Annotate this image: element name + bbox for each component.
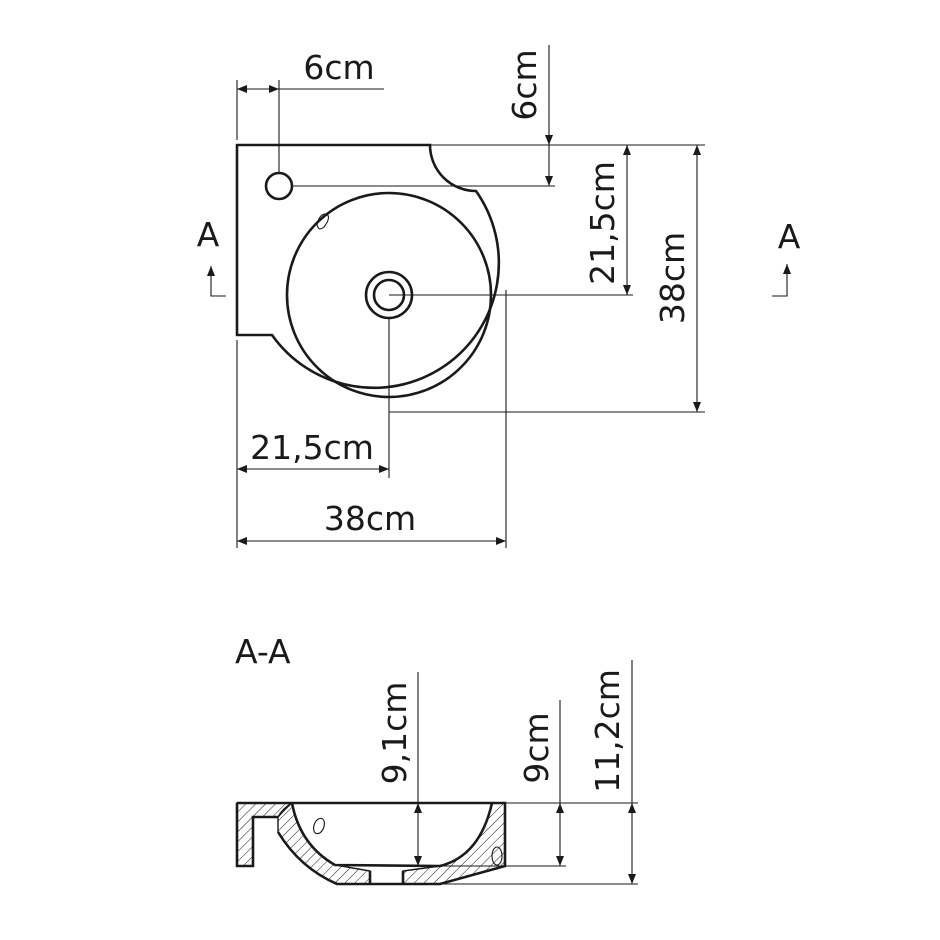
section-hatch-bowl bbox=[277, 801, 371, 885]
section-outline bbox=[235, 801, 507, 886]
extension-lines bbox=[236, 80, 705, 548]
dim-rim-height: 9cm bbox=[517, 712, 556, 783]
basin-outline bbox=[235, 143, 501, 390]
overflow-slot-icon bbox=[316, 213, 330, 230]
svg-text:A: A bbox=[197, 215, 220, 254]
section-view: A-A 9,1cm 9cm 11 bbox=[235, 632, 638, 886]
section-title: A-A bbox=[235, 632, 291, 671]
dimension-arrows bbox=[237, 45, 701, 545]
dim-basin-depth: 9,1cm bbox=[375, 682, 414, 785]
section-drain-recess bbox=[368, 871, 405, 884]
dim-total-depth: 38cm bbox=[653, 232, 692, 324]
dim-drain-offset-x: 21,5cm bbox=[250, 428, 374, 467]
section-dimension-arrows bbox=[414, 660, 636, 884]
dim-drain-offset-y: 21,5cm bbox=[583, 161, 622, 285]
dim-total-height: 11,2cm bbox=[588, 669, 627, 793]
dim-tap-hole-offset-x: 6cm bbox=[303, 48, 374, 87]
plan-view: A A 6cm 6cm 21,5cm 38cm 21,5cm 38cm bbox=[197, 45, 801, 548]
svg-text:A: A bbox=[778, 217, 801, 256]
section-marker-right: A bbox=[772, 217, 801, 297]
section-overflow-hole-icon bbox=[313, 817, 325, 835]
section-extension-lines bbox=[440, 802, 638, 885]
dim-tap-hole-offset-y: 6cm bbox=[505, 49, 544, 120]
section-side-hole-icon bbox=[491, 846, 503, 866]
tap-hole-icon bbox=[264, 171, 294, 201]
section-marker-left: A bbox=[197, 215, 226, 297]
section-bowl-curve bbox=[290, 802, 494, 868]
dim-total-width: 38cm bbox=[324, 499, 416, 538]
